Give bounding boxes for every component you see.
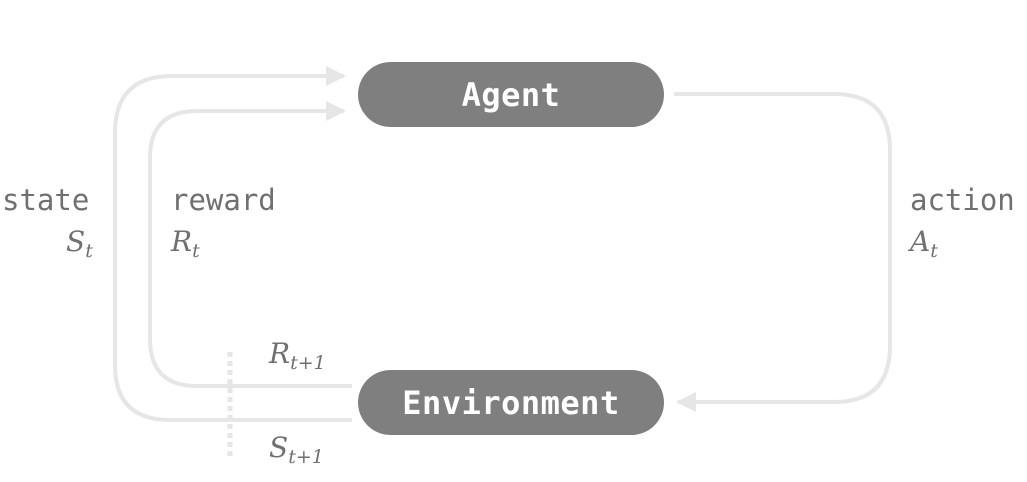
state-label: state — [2, 183, 90, 217]
agent-label: Agent — [461, 75, 561, 114]
environment-box: Environment — [358, 370, 664, 435]
action-arrow — [674, 92, 892, 412]
reward-arrow — [148, 101, 352, 388]
state-symbol: St — [66, 225, 93, 262]
action-symbol: At — [910, 225, 938, 262]
next-state-symbol: St+1 — [269, 431, 324, 468]
next-reward-symbol: Rt+1 — [269, 337, 326, 374]
reward-symbol: Rt — [171, 225, 200, 262]
environment-label: Environment — [402, 383, 620, 422]
action-label: action — [910, 183, 1015, 217]
agent-box: Agent — [358, 62, 664, 127]
state-arrow — [113, 66, 352, 422]
reward-label: reward — [171, 183, 276, 217]
